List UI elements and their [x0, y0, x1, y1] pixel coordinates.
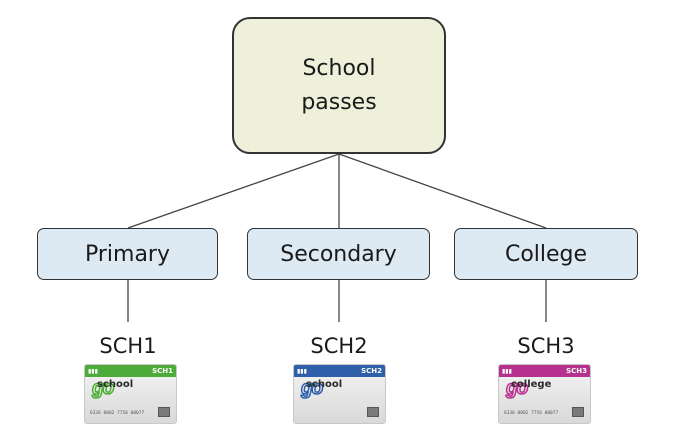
- code-sch3: SCH3: [517, 334, 575, 358]
- card-word: school: [97, 379, 134, 390]
- node-secondary-label: Secondary: [280, 241, 397, 267]
- code-sch1: SCH1: [99, 334, 157, 358]
- card-band: ▮▮▮ SCH3: [499, 365, 590, 377]
- code-sch2: SCH2: [310, 334, 368, 358]
- card-brand-go: go: [300, 378, 324, 399]
- card-code: SCH3: [566, 367, 587, 375]
- card-logo-icon: ▮▮▮: [88, 367, 98, 375]
- node-college: College: [454, 228, 638, 280]
- card-chip-icon: [367, 407, 379, 417]
- root-node: School passes: [232, 17, 446, 154]
- pass-card-sch1: ▮▮▮ SCH1 go school 6336 0002 7756 00077: [84, 364, 177, 424]
- node-primary-label: Primary: [84, 241, 170, 267]
- card-number: 6336 0002 7756 00077: [504, 411, 559, 416]
- root-label: School passes: [301, 55, 377, 115]
- card-logo-icon: ▮▮▮: [297, 367, 307, 375]
- node-primary: Primary: [37, 228, 218, 280]
- card-word: school: [306, 379, 343, 390]
- card-brand-go: go: [91, 378, 115, 399]
- card-brand-go: go: [505, 378, 529, 399]
- card-code: SCH1: [152, 367, 173, 375]
- card-brand: go: [91, 378, 115, 399]
- node-college-label: College: [504, 241, 588, 267]
- card-chip-icon: [158, 407, 170, 417]
- pass-card-sch2: ▮▮▮ SCH2 go school: [293, 364, 386, 424]
- node-secondary: Secondary: [247, 228, 430, 280]
- card-word: college: [511, 379, 552, 390]
- card-number: 6336 0002 7756 00077: [90, 411, 145, 416]
- card-code: SCH2: [361, 367, 382, 375]
- card-brand: go: [300, 378, 324, 399]
- pass-card-sch3: ▮▮▮ SCH3 go college 6336 0002 7756 00077: [498, 364, 591, 424]
- card-brand: go: [505, 378, 529, 399]
- card-band: ▮▮▮ SCH2: [294, 365, 385, 377]
- connector-root-primary: [127, 153, 340, 229]
- card-chip-icon: [572, 407, 584, 417]
- card-logo-icon: ▮▮▮: [502, 367, 512, 375]
- connector-root-college: [338, 153, 547, 229]
- card-band: ▮▮▮ SCH1: [85, 365, 176, 377]
